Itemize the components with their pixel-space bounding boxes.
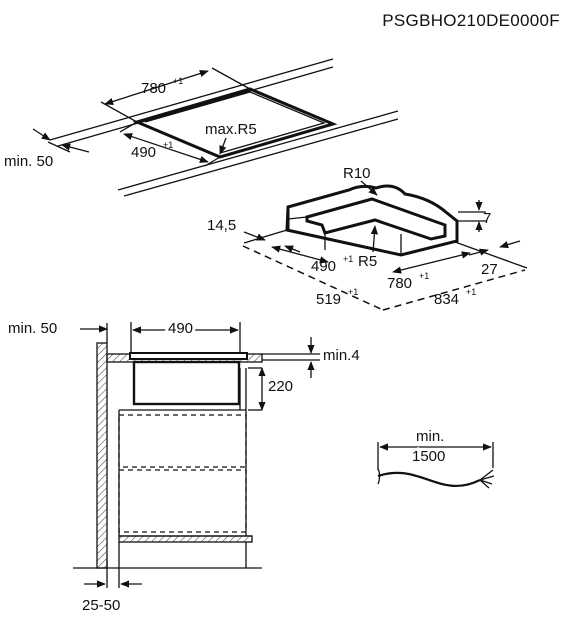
ext-line [211, 67, 251, 90]
side27-arrow-2 [468, 248, 489, 256]
rebate-depth-label: 7 [483, 210, 491, 227]
rebate-outer-width-label: 834 [434, 291, 459, 308]
depth-dimension-line [123, 133, 209, 163]
height-label: 220 [268, 378, 293, 395]
cutout-side-label: 490 [168, 320, 193, 337]
rebate-r10-label: R10 [343, 165, 371, 182]
rebate-edge [287, 216, 308, 220]
edge-distance-label: min. 50 [4, 153, 53, 170]
inner-depth-line [271, 245, 329, 264]
rebate-inner-width-label: 780 [387, 275, 412, 292]
rebate-inner-depth-label: 490 [311, 258, 336, 275]
cutout-depth-tolerance: +1 [163, 140, 173, 150]
worktop-front-edge-2 [123, 118, 399, 197]
wall [96, 342, 108, 569]
rebate-outer-width-tol: +1 [466, 287, 476, 297]
ext-line [243, 229, 288, 244]
drawer-lower [118, 469, 247, 533]
r5-leader [370, 225, 379, 253]
plinth-top [118, 535, 253, 543]
edge-ext [47, 141, 71, 153]
cutout-width-tolerance: +1 [173, 76, 183, 86]
cable-length-bottom: 1500 [412, 448, 445, 465]
power-cable: min. 1500 [377, 428, 495, 489]
outer-depth-dashed [242, 245, 384, 311]
rebate-outer-depth-tol: +1 [348, 287, 358, 297]
ext-line [100, 101, 138, 123]
cutout-inner-edge [144, 91, 326, 154]
worktop-cutout-view: 780 +1 490 +1 max.R5 min. 50 [4, 58, 399, 197]
side27-arrow [499, 240, 521, 249]
rebate-block-outline [285, 184, 459, 257]
flush-mount-rebate-view: R10 7 14,5 490 +1 R5 780 +1 27 519 +1 [207, 165, 528, 311]
rebate-outer-depth-label: 519 [316, 291, 341, 308]
cable-length-top: min. [416, 428, 444, 445]
gap-label: min.4 [323, 347, 360, 364]
ext-line [454, 241, 528, 269]
document-code: PSGBHO210DE0000F [382, 11, 560, 30]
cutout-depth-label: 490 [131, 144, 156, 161]
cable-wires [479, 469, 495, 489]
edge-arrow-top [32, 128, 51, 141]
cabinet-side-section: min. 50 490 min.4 220 25-50 [8, 317, 360, 614]
radius-leader [219, 137, 227, 155]
outer-width-dashed [382, 269, 526, 311]
drawer-upper [118, 414, 247, 468]
rebate-r5-label: R5 [358, 253, 377, 270]
rebate-edge-label: 14,5 [207, 217, 236, 234]
edge145-arrow [243, 231, 266, 241]
hob-body [132, 360, 241, 406]
ext-line [119, 121, 138, 133]
bottom-distance-label: 25-50 [82, 597, 120, 614]
cable-line [377, 471, 481, 487]
ext-line [204, 156, 221, 167]
rebate-step [305, 197, 447, 241]
hob-glass [129, 352, 248, 360]
rebate-side-label: 27 [481, 261, 498, 278]
edge-arrow-bottom [61, 143, 90, 153]
worktop-back-edge-1 [49, 58, 334, 141]
wall-distance-label: min. 50 [8, 320, 57, 337]
cutout-radius-label: max.R5 [205, 121, 257, 138]
inner-width-line [392, 251, 471, 274]
cutout-width-label: 780 [141, 80, 166, 97]
width-dimension-line [104, 70, 209, 105]
worktop-front-edge-1 [117, 110, 399, 191]
r10-leader [360, 180, 378, 196]
worktop-back-edge-2 [57, 66, 334, 147]
rebate-inner-width-tol: +1 [419, 271, 429, 281]
rebate-inner-depth-tol: +1 [343, 254, 353, 264]
